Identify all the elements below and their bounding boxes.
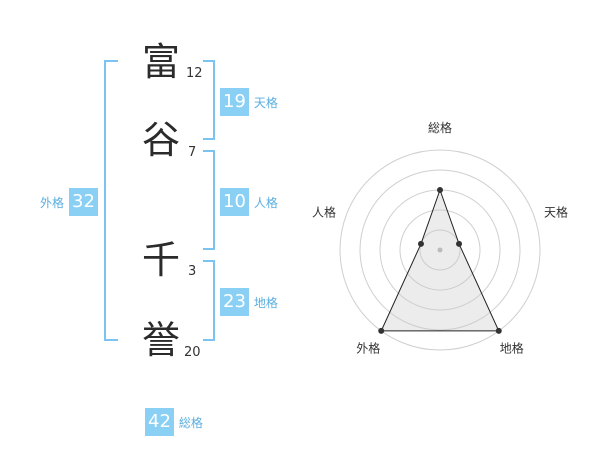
radar-area [380, 188, 500, 332]
gaikaku-badge: 外格 32 [40, 188, 98, 216]
chikaku-value: 23 [220, 288, 249, 316]
gaikaku-value: 32 [69, 188, 98, 216]
tenkaku-badge: 19 天格 [220, 88, 278, 116]
jinkaku-value: 10 [220, 188, 249, 216]
radar-point-3 [378, 327, 385, 334]
given-char-2: 誉 [142, 318, 181, 362]
given-char-1-strokes: 3 [188, 264, 197, 279]
radar-point-4 [417, 240, 424, 247]
jinkaku-bracket [203, 150, 215, 250]
radar-center [437, 247, 443, 253]
soukaku-label: 総格 [178, 415, 203, 430]
chikaku-bracket [203, 260, 215, 341]
surname-char-2: 谷 [142, 118, 181, 162]
jinkaku-label: 人格 [253, 195, 278, 210]
radar-ring-2 [399, 209, 481, 291]
tenkaku-bracket [203, 60, 215, 140]
surname-char-1: 富 [142, 40, 181, 84]
radar-ring-4 [359, 169, 521, 331]
radar-point-1 [456, 240, 463, 247]
radar-ring-1 [419, 229, 461, 271]
surname-char-1-strokes: 12 [186, 66, 203, 81]
chikaku-badge: 23 地格 [220, 288, 278, 316]
chikaku-label: 地格 [253, 295, 278, 310]
radar-axis-label-2: 地格 [500, 341, 524, 356]
given-char-1: 千 [142, 238, 181, 282]
given-char-2-strokes: 20 [184, 345, 201, 360]
radar-axis-label-4: 人格 [312, 204, 336, 219]
radar-axis-label-3: 外格 [356, 341, 380, 356]
jinkaku-badge: 10 人格 [220, 188, 278, 216]
soukaku-badge: 42 総格 [145, 408, 203, 436]
radar-axis-label-0: 総格 [428, 120, 452, 135]
tenkaku-label: 天格 [253, 95, 278, 110]
radar-point-2 [495, 327, 502, 334]
radar-point-0 [437, 187, 443, 193]
gaikaku-label: 外格 [40, 195, 65, 210]
radar-ring-5 [339, 149, 541, 351]
surname-char-2-strokes: 7 [188, 145, 197, 160]
gaikaku-bracket [104, 60, 118, 341]
tenkaku-value: 19 [220, 88, 249, 116]
radar-axis-label-1: 天格 [544, 204, 568, 219]
soukaku-value: 42 [145, 408, 174, 436]
